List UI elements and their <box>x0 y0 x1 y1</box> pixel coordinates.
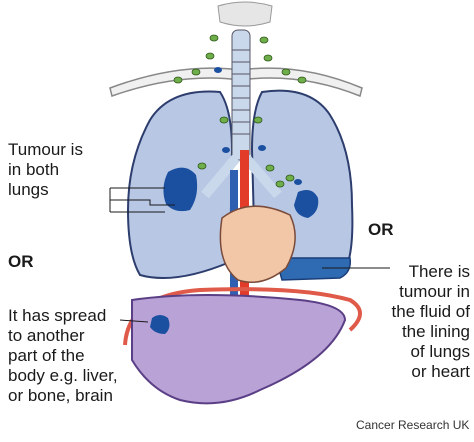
credit-text: Cancer Research UK <box>356 418 470 432</box>
neck-skeleton <box>217 1 273 27</box>
label-or-right: OR <box>368 220 394 239</box>
tumour-left-lung <box>163 167 198 212</box>
bronchi <box>201 154 282 199</box>
affected-lymph-nodes <box>214 67 302 185</box>
label-both-lungs: Tumour is in both lungs <box>8 140 83 199</box>
liver <box>131 294 347 405</box>
collarbones <box>109 67 363 98</box>
tumour-right-lung <box>294 190 319 218</box>
lymph-nodes <box>173 34 307 188</box>
pleural-fluid <box>275 257 352 281</box>
trachea-rings <box>232 49 250 135</box>
label-or-left: OR <box>8 252 34 271</box>
label-spread: It has spread to another part of the bod… <box>8 306 118 405</box>
pointer-lines <box>109 187 390 323</box>
label-fluid: There is tumour in the fluid of the lini… <box>391 262 470 381</box>
tumour-liver <box>150 315 170 334</box>
heart <box>219 205 296 283</box>
